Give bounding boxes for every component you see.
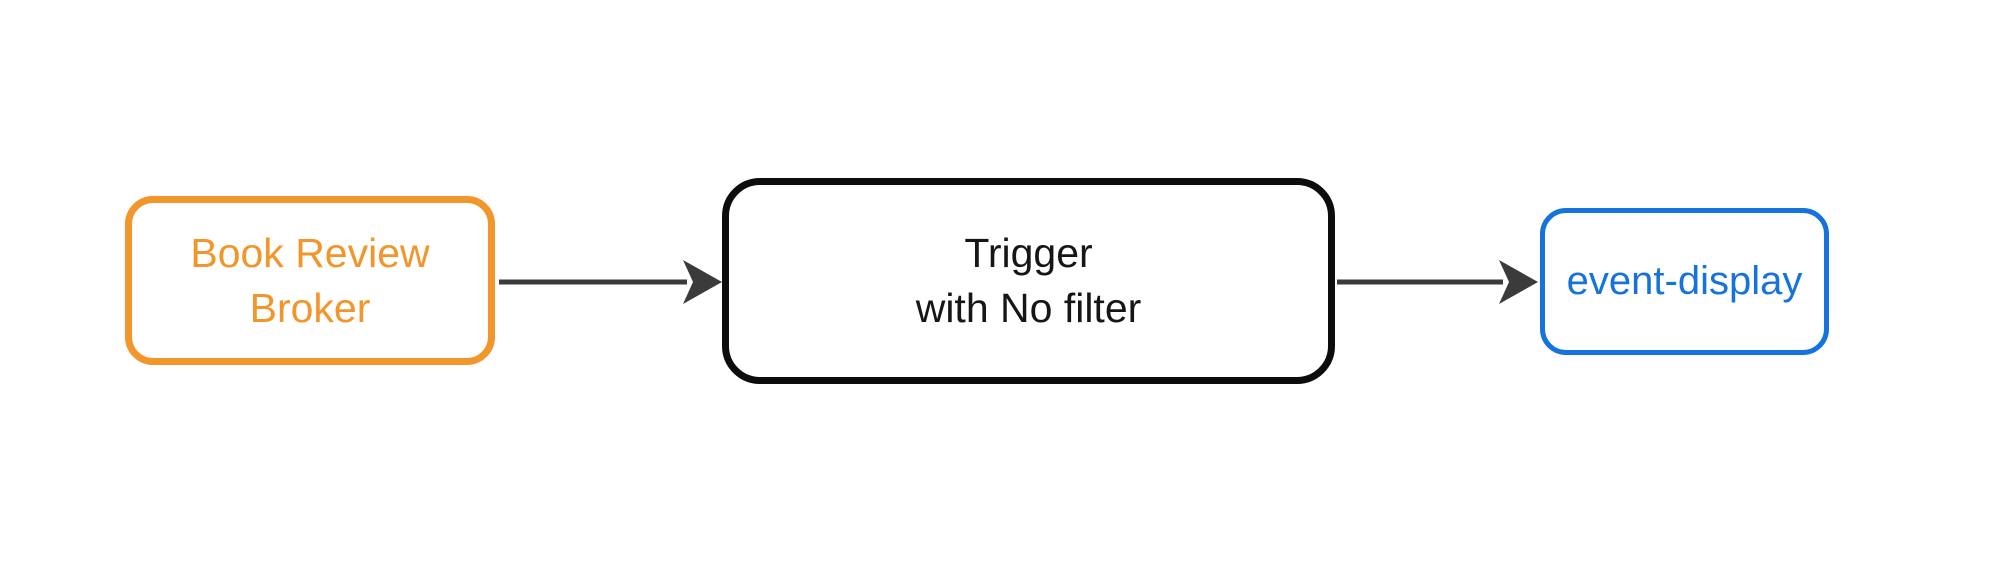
node-event-display: event-display xyxy=(1540,208,1829,355)
node-label-line: Trigger xyxy=(964,230,1093,276)
node-label-line: Broker xyxy=(249,284,371,331)
arrow-trigger-to-event-display xyxy=(1337,260,1538,304)
node-label-line: with No filter xyxy=(915,285,1142,331)
arrow-broker-to-trigger xyxy=(499,260,722,304)
arrowhead-icon xyxy=(683,260,722,304)
node-book-review-broker: Book Review Broker xyxy=(125,196,495,365)
node-trigger: Trigger with No filter xyxy=(722,178,1335,384)
arrowhead-icon xyxy=(1499,260,1538,304)
node-label-line: event-display xyxy=(1566,259,1803,303)
node-label-line: Book Review xyxy=(190,229,430,276)
